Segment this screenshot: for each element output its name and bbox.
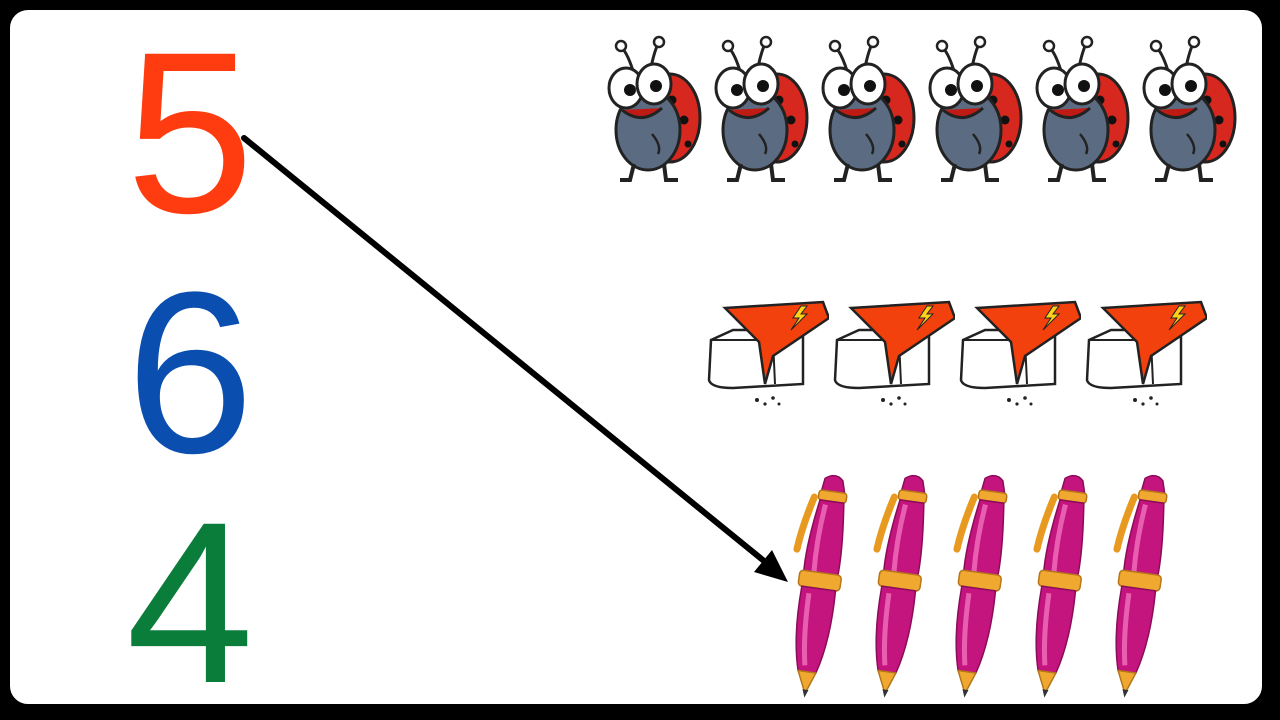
pen-icon [1020, 468, 1090, 704]
worksheet-card: 5 6 4 [6, 6, 1266, 708]
ladybug-group[interactable] [600, 34, 1239, 184]
pen-icon [860, 468, 930, 704]
ladybug-icon [600, 34, 704, 184]
pen-icon [940, 468, 1010, 704]
pen-group[interactable] [780, 468, 1170, 704]
number-five[interactable]: 5 [126, 6, 254, 261]
ladybug-icon [1135, 34, 1239, 184]
ladybug-icon [921, 34, 1025, 184]
pen-icon [1100, 468, 1170, 704]
number-four[interactable]: 4 [126, 474, 254, 708]
pen-icon [780, 468, 850, 704]
eraser-icon [703, 292, 829, 410]
ladybug-icon [707, 34, 811, 184]
number-six[interactable]: 6 [126, 244, 254, 501]
eraser-icon [829, 292, 955, 410]
ladybug-icon [1028, 34, 1132, 184]
eraser-icon [955, 292, 1081, 410]
eraser-group[interactable] [703, 292, 1207, 410]
eraser-icon [1081, 292, 1207, 410]
ladybug-icon [814, 34, 918, 184]
